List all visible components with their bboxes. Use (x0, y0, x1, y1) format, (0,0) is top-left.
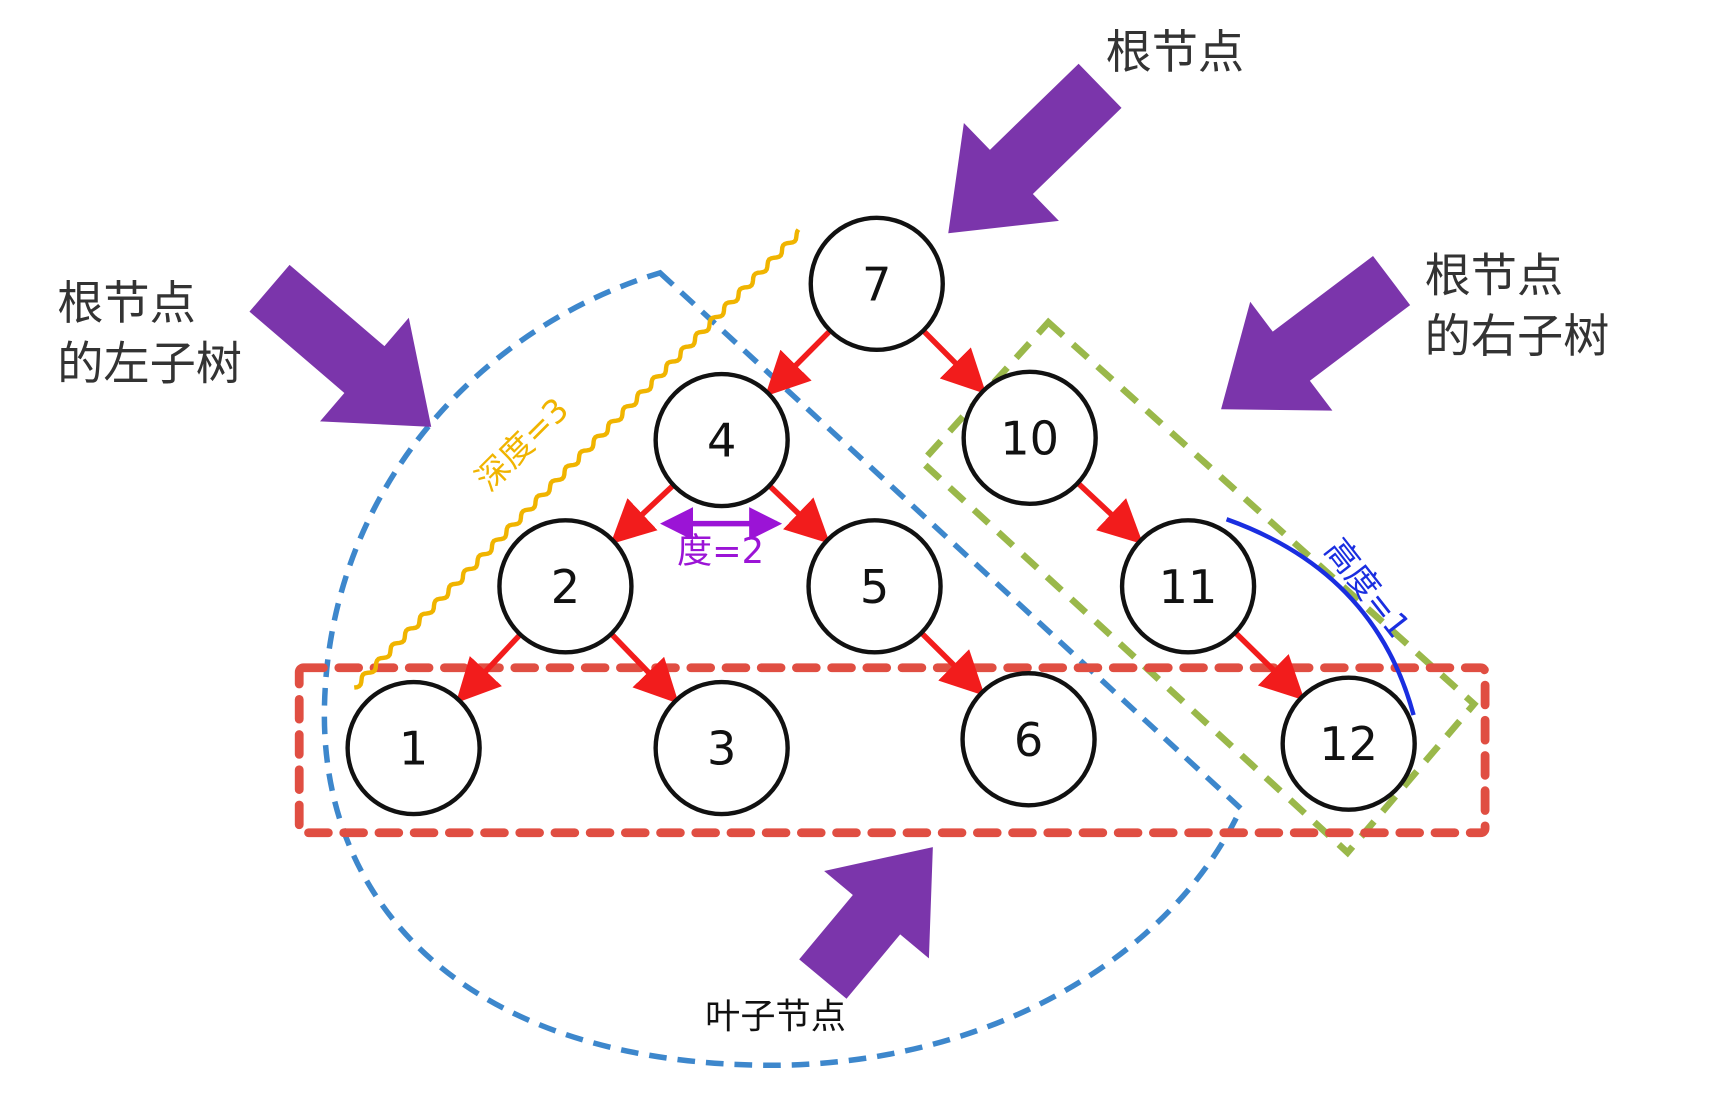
edge-10-11 (1073, 478, 1144, 545)
node-label: 10 (1000, 411, 1059, 465)
depth-wavy-line (353, 228, 801, 690)
right-subtree-label-line1: 根节点 (1425, 249, 1564, 303)
tree-node-1: 1 (345, 679, 482, 817)
right-subtree-pointer-arrow (1221, 255, 1411, 411)
edge-7-4 (765, 326, 835, 397)
leaf-pointer-arrow (799, 847, 933, 999)
node-label: 3 (707, 722, 736, 776)
tree-node-11: 11 (1119, 518, 1257, 655)
edge-4-5 (765, 481, 831, 544)
node-label: 4 (707, 414, 736, 468)
edge-2-1 (455, 630, 525, 704)
tree-node-3: 3 (653, 679, 790, 817)
tree-node-7: 7 (808, 215, 945, 353)
node-label: 7 (862, 257, 891, 311)
left-subtree-label-line1: 根节点 (57, 276, 196, 330)
root-pointer-arrow (948, 63, 1122, 234)
leaf-label: 叶子节点 (705, 997, 846, 1038)
depth-label: 深度=3 (468, 390, 577, 499)
pointer-arrows (249, 63, 1411, 999)
tree-node-6: 6 (960, 671, 1097, 808)
tree-node-4: 4 (653, 371, 790, 509)
edge-7-10 (918, 326, 987, 395)
left-subtree-label-line2: 的左子树 (57, 337, 242, 391)
root-label: 根节点 (1106, 25, 1245, 79)
left-subtree-pointer-arrow (249, 264, 432, 427)
edge-4-2 (610, 480, 678, 545)
height-arc (1225, 517, 1416, 716)
tree-node-5: 5 (806, 518, 943, 655)
node-label: 6 (1014, 713, 1043, 767)
tree-node-12: 12 (1280, 675, 1417, 812)
node-label: 12 (1319, 717, 1378, 771)
tree-node-10: 10 (961, 369, 1098, 507)
node-label: 2 (551, 560, 580, 614)
edge-11-12 (1230, 628, 1305, 701)
tree-node-2: 2 (497, 518, 634, 655)
degree-label: 度=2 (677, 531, 764, 572)
tree-edges (455, 326, 1305, 704)
edge-2-3 (607, 629, 679, 704)
node-label: 11 (1159, 560, 1218, 614)
right-subtree-label-line2: 的右子树 (1425, 309, 1610, 363)
node-label: 5 (860, 560, 889, 614)
height-label: 高度=1 (1317, 531, 1418, 645)
edge-5-6 (917, 628, 985, 696)
leaf-nodes-box (294, 663, 1490, 838)
node-label: 1 (399, 722, 428, 776)
